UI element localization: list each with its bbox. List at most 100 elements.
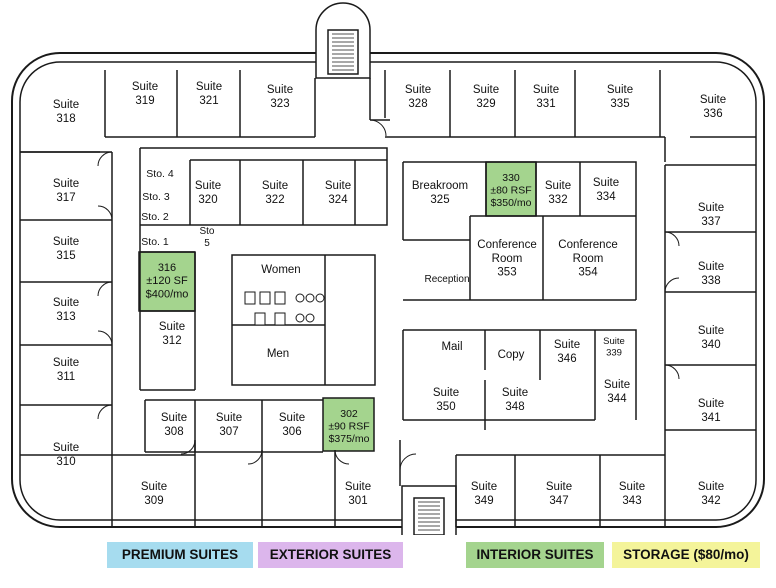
- room-label-line: Suite: [132, 81, 158, 93]
- room-label-line: 349: [474, 495, 493, 507]
- room-label-line: 317: [56, 192, 75, 204]
- room-label-line: Suite: [159, 321, 185, 333]
- room-label-line: 320: [198, 194, 217, 206]
- room-label-line: 328: [408, 98, 427, 110]
- room-label-line: 322: [265, 194, 284, 206]
- room-label-line: Suite: [607, 84, 633, 96]
- room-label-line: 348: [505, 401, 524, 413]
- legend-item: EXTERIOR SUITES: [258, 542, 403, 568]
- room-label-line: 313: [56, 311, 75, 323]
- room-label-line: Suite: [216, 412, 242, 424]
- room-label-line: Men: [267, 348, 289, 360]
- room-label-line: Suite: [698, 202, 724, 214]
- storage-2-label: Sto. 2: [141, 211, 169, 223]
- restroom-fixtures: [244, 291, 325, 326]
- room-label-line: Women: [261, 264, 300, 276]
- stair-south: [401, 485, 457, 535]
- legend-item: INTERIOR SUITES: [466, 542, 604, 568]
- suite-336-label: Suite 336: [700, 94, 726, 120]
- room-label-line: Suite: [545, 180, 571, 192]
- room-label-line: Sto. 1: [141, 236, 169, 248]
- room-label-line: 323: [270, 98, 289, 110]
- room-label-line: 315: [56, 250, 75, 262]
- suite-329-label: Suite 329: [473, 84, 499, 110]
- building-outline: [11, 52, 765, 528]
- room-label-line: Sto: [199, 226, 214, 237]
- room-label-line: 344: [607, 393, 627, 405]
- room-label-line: Suite: [262, 180, 288, 192]
- room-label-line: 342: [701, 495, 720, 507]
- women-label: Women: [261, 264, 300, 276]
- room-label-line: 341: [701, 412, 720, 424]
- room-label-line: 347: [549, 495, 568, 507]
- suite-320-label: Suite 320: [195, 180, 221, 206]
- room-label-line: ±90 RSF: [328, 421, 369, 433]
- room-label-line: $375/mo: [329, 433, 370, 445]
- legend-item: PREMIUM SUITES: [107, 542, 253, 568]
- room-label-line: Suite: [619, 481, 645, 493]
- room-label-line: Suite: [700, 94, 726, 106]
- room-label-line: Suite: [195, 180, 221, 192]
- suite-313-label: Suite 313: [53, 297, 79, 323]
- storage-1-label: Sto. 1: [141, 236, 169, 248]
- room-label-line: Suite: [502, 387, 528, 399]
- room-label-line: Suite: [267, 84, 293, 96]
- walls: [20, 70, 756, 527]
- suite-323-label: Suite 323: [267, 84, 293, 110]
- room-label-line: Suite: [53, 99, 79, 111]
- room-label-line: 310: [56, 456, 75, 468]
- room-label-line: 343: [622, 495, 641, 507]
- room-label-line: Suite: [546, 481, 572, 493]
- room-label-line: Suite: [141, 481, 167, 493]
- room-label-line: Suite: [345, 481, 371, 493]
- room-label-line: Suite: [53, 178, 79, 190]
- room-label-line: Suite: [698, 325, 724, 337]
- suite-330-label: 330±80 RSF$350/mo: [490, 172, 531, 209]
- room-label-line: Suite: [53, 357, 79, 369]
- room-label-line: 336: [703, 108, 722, 120]
- room-label-line: 306: [282, 426, 301, 438]
- room-label-line: 308: [164, 426, 183, 438]
- room-label-line: 330: [502, 172, 520, 184]
- room-label-line: 316: [158, 262, 176, 274]
- room-label-line: Suite: [471, 481, 497, 493]
- room-label-line: 325: [430, 194, 449, 206]
- room-label-line: Suite: [325, 180, 351, 192]
- room-label-line: 354: [578, 267, 598, 279]
- room-label-line: 302: [340, 408, 358, 420]
- room-label-line: 337: [701, 216, 720, 228]
- men-label: Men: [267, 348, 289, 360]
- suite-337-label: Suite 337: [698, 202, 724, 228]
- room-label-line: Suite: [53, 297, 79, 309]
- room-label-line: Sto. 3: [142, 191, 170, 203]
- room-label-line: Suite: [53, 236, 79, 248]
- suite-349-label: Suite 349: [471, 481, 497, 507]
- storage-3-label: Sto. 3: [142, 191, 170, 203]
- available-suites: [138, 161, 537, 452]
- room-label-line: 309: [144, 495, 163, 507]
- room-label-line: Suite: [161, 412, 187, 424]
- room-label-line: 350: [436, 401, 455, 413]
- storage-4-label: Sto. 4: [146, 168, 174, 180]
- suite-316-label: 316±120 SF$400/mo: [146, 262, 189, 300]
- room-label-line: Suite: [473, 84, 499, 96]
- room-label-line: 329: [476, 98, 495, 110]
- room-label-line: 319: [135, 95, 154, 107]
